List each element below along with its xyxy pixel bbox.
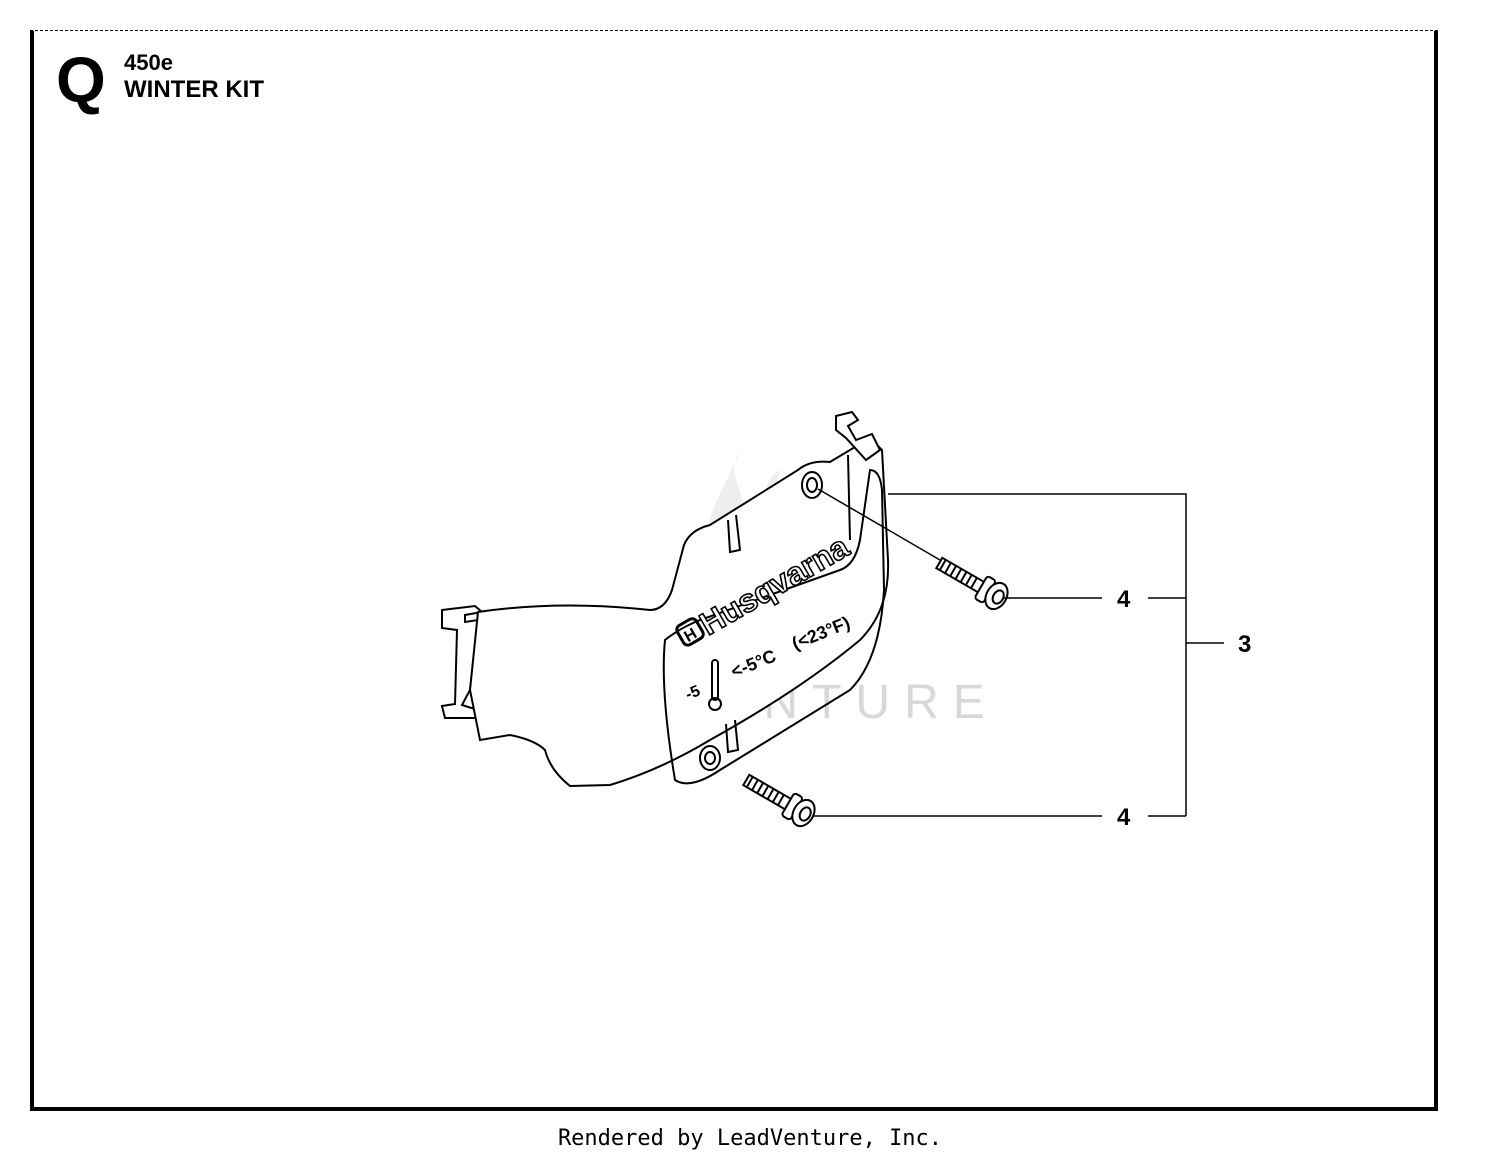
callout-screw-top: 4 — [1117, 586, 1131, 613]
screw-bottom — [741, 773, 816, 828]
callout-kit-assembly: 3 — [1238, 631, 1251, 658]
leader-lines — [812, 488, 1224, 817]
kit-title: WINTER KIT — [124, 76, 264, 103]
diagram-frame — [30, 30, 1438, 1111]
model-name: 450e — [124, 50, 173, 75]
cover-temp-scale: -5 — [683, 683, 703, 704]
thermometer-icon — [708, 659, 722, 711]
winter-cover — [440, 410, 890, 788]
footer-credit: Rendered by LeadVenture, Inc. — [557, 1126, 943, 1151]
callout-screw-bottom: 4 — [1117, 804, 1131, 831]
section-letter: Q — [56, 44, 106, 116]
screw-top — [934, 556, 1009, 611]
